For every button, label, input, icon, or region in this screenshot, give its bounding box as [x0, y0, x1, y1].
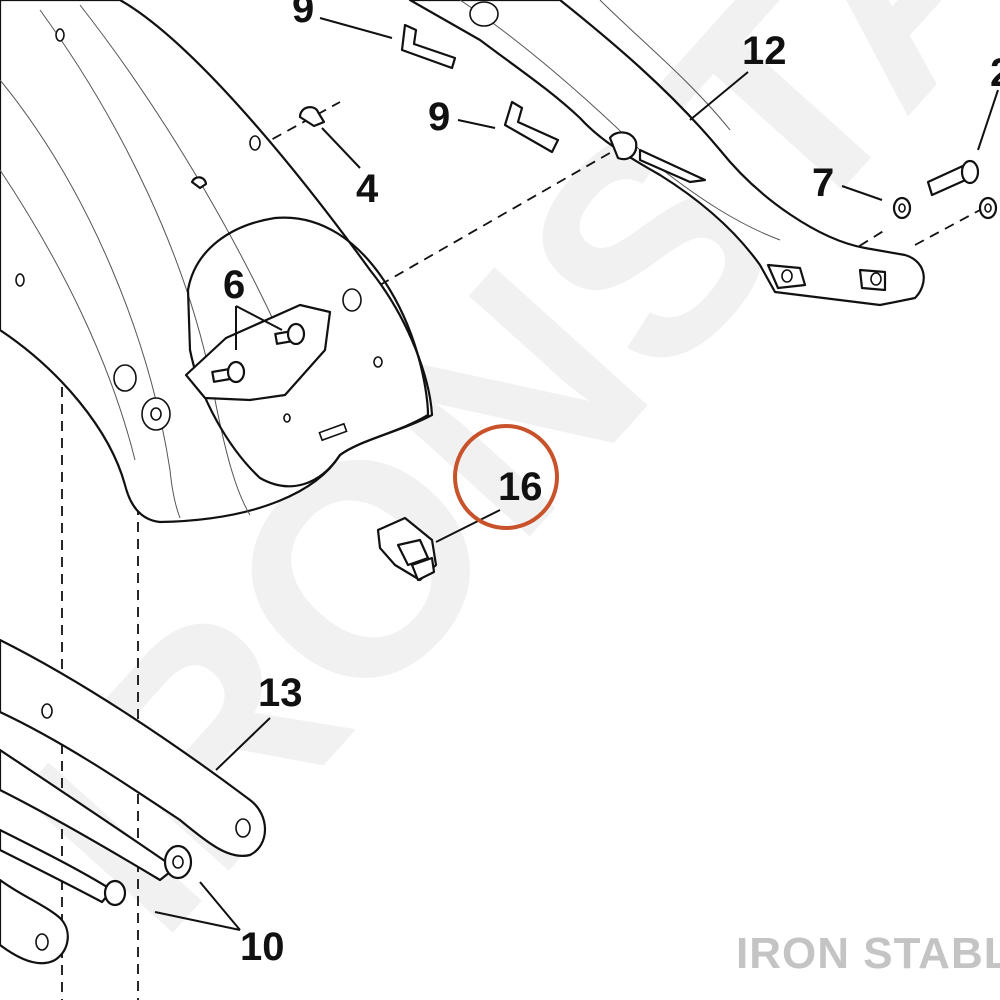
bracket-plate — [184, 303, 332, 402]
clip-icon — [190, 106, 326, 190]
callout-labels: 9 9 12 2 4 7 6 16 13 10 — [223, 0, 1000, 969]
spring-clip-icon — [400, 23, 560, 154]
callout-9: 9 — [428, 95, 450, 139]
fender — [0, 0, 434, 524]
highlight-circle — [453, 424, 559, 530]
bolt-icon — [926, 159, 980, 197]
callout-9: 9 — [292, 0, 314, 31]
callout-4: 4 — [356, 167, 379, 211]
connector-part — [376, 516, 438, 582]
fender-strut — [0, 638, 266, 965]
fender-bracket — [408, 0, 925, 307]
screw-icon — [274, 322, 306, 346]
washer-icon — [892, 196, 912, 220]
bushing-icon — [103, 844, 193, 907]
callout-12: 12 — [742, 29, 787, 73]
brand-wordmark: IRON STABLE — [736, 929, 1000, 978]
screw-icon — [211, 360, 246, 384]
leader-lines — [154, 17, 999, 931]
callout-2: 2 — [990, 51, 1000, 95]
washer-icon — [978, 196, 998, 220]
callout-13: 13 — [258, 671, 303, 715]
callout-10: 10 — [240, 925, 285, 969]
callout-7: 7 — [812, 161, 834, 205]
callout-6: 6 — [223, 263, 245, 307]
callout-16: 16 — [498, 465, 543, 509]
